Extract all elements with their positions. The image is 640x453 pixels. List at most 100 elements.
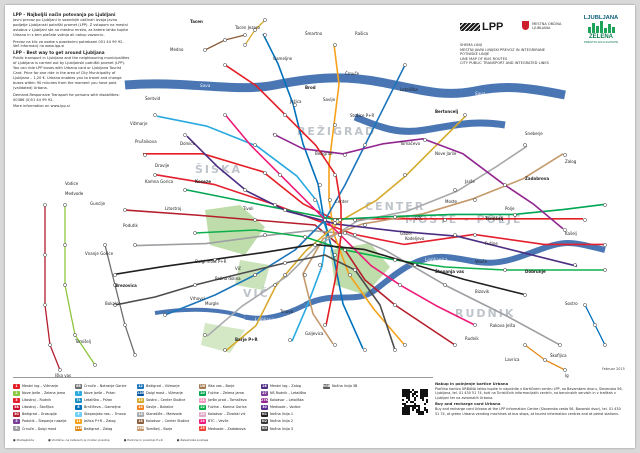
bus-stop[interactable] bbox=[163, 313, 167, 317]
bus-stop[interactable] bbox=[43, 303, 47, 307]
bus-stop[interactable] bbox=[523, 343, 527, 347]
bus-stop[interactable] bbox=[403, 343, 407, 347]
bus-stop[interactable] bbox=[333, 221, 337, 225]
bus-stop[interactable] bbox=[353, 218, 357, 222]
bus-stop[interactable] bbox=[543, 358, 547, 362]
bus-stop[interactable] bbox=[243, 188, 247, 192]
bus-stop[interactable] bbox=[263, 171, 267, 175]
bus-stop[interactable] bbox=[443, 283, 447, 287]
bus-stop[interactable] bbox=[363, 223, 367, 227]
bus-stop[interactable] bbox=[113, 283, 117, 287]
bus-stop[interactable] bbox=[58, 368, 62, 372]
qr-code-icon[interactable] bbox=[402, 389, 428, 415]
bus-stop[interactable] bbox=[333, 218, 337, 222]
bus-stop[interactable] bbox=[153, 113, 157, 117]
bus-stop[interactable] bbox=[103, 243, 107, 247]
bus-stop[interactable] bbox=[303, 235, 307, 239]
bus-stop[interactable] bbox=[293, 103, 297, 107]
bus-stop[interactable] bbox=[153, 173, 157, 177]
bus-stop[interactable] bbox=[283, 273, 287, 277]
intro-para-5[interactable]: More information on www.lpp.si bbox=[13, 104, 70, 109]
bus-stop[interactable] bbox=[328, 198, 332, 202]
bus-stop[interactable] bbox=[193, 283, 197, 287]
bus-stop[interactable] bbox=[473, 198, 477, 202]
bus-stop[interactable] bbox=[563, 368, 567, 372]
bus-stop[interactable] bbox=[183, 188, 187, 192]
bus-stop[interactable] bbox=[283, 113, 287, 117]
bus-stop[interactable] bbox=[263, 33, 267, 37]
bus-stop[interactable] bbox=[343, 231, 347, 235]
bus-stop[interactable] bbox=[223, 63, 227, 67]
bus-stop[interactable] bbox=[403, 173, 407, 177]
bus-stop[interactable] bbox=[283, 208, 287, 212]
bus-stop[interactable] bbox=[343, 153, 347, 157]
bus-stop[interactable] bbox=[323, 323, 327, 327]
bus-stop[interactable] bbox=[283, 261, 287, 265]
bus-stop[interactable] bbox=[473, 233, 477, 237]
bus-stop[interactable] bbox=[563, 228, 567, 232]
bus-stop[interactable] bbox=[273, 133, 277, 137]
bus-stop[interactable] bbox=[323, 218, 327, 222]
bus-stop[interactable] bbox=[143, 153, 147, 157]
bus-stop[interactable] bbox=[43, 203, 47, 207]
bus-stop[interactable] bbox=[393, 348, 397, 352]
bus-stop[interactable] bbox=[583, 303, 587, 307]
bus-stop[interactable] bbox=[473, 323, 477, 327]
bus-stop[interactable] bbox=[73, 333, 77, 337]
bus-stop[interactable] bbox=[123, 323, 127, 327]
bus-stop[interactable] bbox=[413, 263, 417, 267]
bus-stop[interactable] bbox=[603, 343, 607, 347]
bus-stop[interactable] bbox=[333, 253, 337, 257]
bus-stop[interactable] bbox=[63, 283, 67, 287]
bus-stop[interactable] bbox=[253, 218, 257, 222]
bus-stop[interactable] bbox=[113, 273, 117, 277]
bus-stop[interactable] bbox=[603, 268, 607, 272]
bus-stop[interactable] bbox=[63, 243, 67, 247]
bus-stop[interactable] bbox=[203, 48, 207, 52]
bus-stop[interactable] bbox=[333, 43, 337, 47]
bus-stop[interactable] bbox=[393, 303, 397, 307]
bus-stop[interactable] bbox=[243, 33, 247, 37]
bus-stop[interactable] bbox=[93, 363, 97, 367]
bus-stop[interactable] bbox=[333, 123, 337, 127]
bus-stop[interactable] bbox=[453, 233, 457, 237]
bus-stop[interactable] bbox=[403, 63, 407, 67]
bus-stop[interactable] bbox=[573, 263, 577, 267]
bus-stop[interactable] bbox=[453, 343, 457, 347]
bus-stop[interactable] bbox=[593, 323, 597, 327]
bus-stop[interactable] bbox=[253, 28, 257, 32]
bus-stop[interactable] bbox=[223, 348, 227, 352]
bus-stop[interactable] bbox=[63, 203, 67, 207]
bus-stop[interactable] bbox=[453, 188, 457, 192]
bus-stop[interactable] bbox=[43, 253, 47, 257]
bus-stop[interactable] bbox=[363, 348, 367, 352]
bus-stop[interactable] bbox=[603, 203, 607, 207]
bus-stop[interactable] bbox=[318, 183, 322, 187]
bus-stop[interactable] bbox=[348, 273, 352, 277]
